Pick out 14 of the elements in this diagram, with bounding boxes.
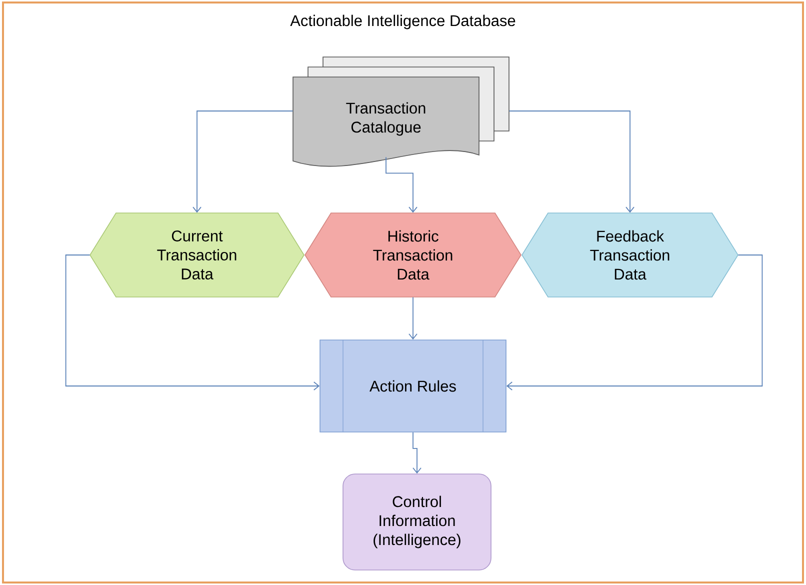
arrow [65, 254, 320, 390]
rounded-box: Control Information (Intelligence) [342, 474, 492, 570]
arrow [192, 110, 294, 213]
arrow [386, 156, 418, 213]
hexagon-box: Feedback Transaction Data [522, 212, 738, 298]
title-text: Actionable Intelligence Database [290, 14, 516, 30]
hexagon-box: Historic Transaction Data [304, 212, 522, 298]
document-stack: Transaction Catalogue [292, 56, 510, 167]
arrow [412, 432, 422, 474]
process-box: Action Rules [320, 340, 506, 432]
arrow [408, 296, 418, 340]
arrow [506, 254, 763, 390]
arrow [508, 110, 634, 213]
hexagon-box: Current Transaction Data [90, 212, 304, 298]
